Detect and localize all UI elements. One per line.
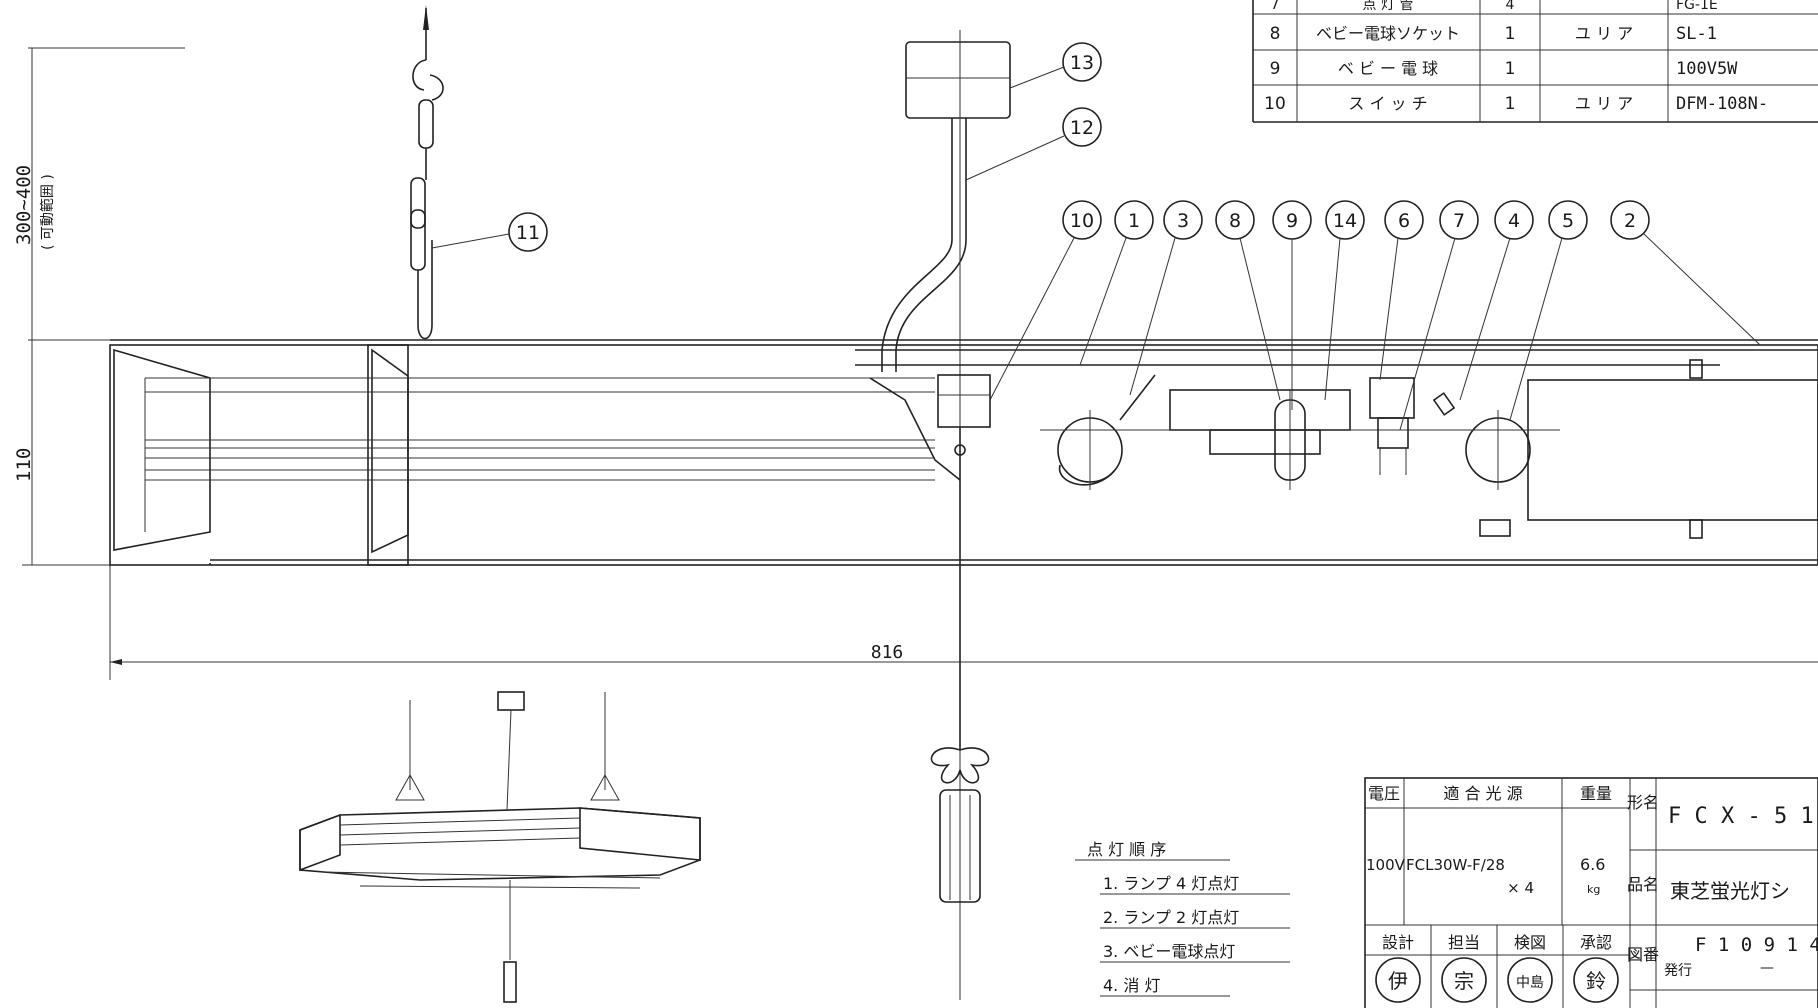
sequence-step: 1. ランプ 4 灯点灯 [1103,874,1239,893]
svg-text:300~400: 300~400 [13,165,35,245]
svg-text:ユ リ ア: ユ リ ア [1575,24,1633,43]
svg-text:設計: 設計 [1382,933,1414,952]
svg-text:4: 4 [1508,210,1520,232]
svg-text:適 合 光 源: 適 合 光 源 [1443,784,1522,803]
svg-text:品名: 品名 [1627,875,1659,894]
svg-text:DFM-108N-: DFM-108N- [1676,94,1768,114]
svg-text:10: 10 [1070,210,1094,232]
svg-text:( 可動範囲 ): ( 可動範囲 ) [39,174,56,250]
svg-text:7: 7 [1271,0,1280,13]
callout-13: 13 [1009,42,1102,89]
svg-text:重量: 重量 [1580,784,1612,803]
svg-text:5: 5 [1562,210,1574,232]
svg-text:11: 11 [516,222,540,244]
svg-text:816: 816 [871,642,904,663]
svg-text:中島: 中島 [1516,975,1544,991]
callout-12: 12 [965,107,1102,181]
sequence-step: 3. ベビー電球点灯 [1103,942,1235,961]
fixture-body [109,339,1818,750]
approval-stamp: 鈴 [1573,957,1619,1003]
svg-text:× 4: × 4 [1507,879,1534,897]
svg-text:形名: 形名 [1627,793,1659,812]
svg-text:9: 9 [1270,59,1281,79]
svg-text:ベ ビ ー 電 球: ベ ビ ー 電 球 [1338,59,1438,78]
svg-text:検図: 検図 [1514,933,1546,952]
svg-text:1: 1 [1505,59,1516,79]
table-row: 8 ベビー電球ソケット 1 ユ リ ア SL-1 [1270,24,1717,44]
svg-text:FG-1E: FG-1E [1676,0,1718,13]
table-row: 9 ベ ビ ー 電 球 1 100V5W [1270,59,1739,79]
svg-text:6: 6 [1398,210,1410,232]
svg-text:承認: 承認 [1580,933,1612,952]
callout-row: 10 1 3 8 9 14 6 7 4 5 2 [989,200,1761,431]
svg-text:担当: 担当 [1448,933,1480,952]
svg-text:ユ リ ア: ユ リ ア [1575,94,1633,113]
svg-text:14: 14 [1333,210,1357,232]
table-row: 7 点 灯 管 4 FG-1E [1271,0,1718,13]
svg-text:鈴: 鈴 [1586,969,1606,993]
svg-text:8: 8 [1270,24,1281,44]
ceiling-canopy [881,41,1011,372]
svg-text:1: 1 [1505,94,1516,114]
svg-text:発行: 発行 [1664,963,1692,979]
svg-text:図番: 図番 [1627,945,1659,964]
svg-text:F C X - 5 1: F C X - 5 1 [1668,804,1814,829]
svg-text:9: 9 [1286,210,1298,232]
approval-stamp: 宗 [1441,957,1487,1003]
perspective-view [299,691,701,1003]
svg-text:宗: 宗 [1454,969,1474,993]
svg-text:3: 3 [1177,210,1189,232]
svg-text:100V5W: 100V5W [1676,59,1738,79]
svg-text:FCL30W-F/28: FCL30W-F/28 [1406,856,1505,874]
svg-text:ベビー電球ソケット: ベビー電球ソケット [1316,24,1460,43]
hanging-chain [410,5,444,340]
title-block: 電圧 適 合 光 源 重量 100V FCL30W-F/28 × 4 6.6 k… [1364,777,1818,1008]
svg-text:1: 1 [1128,210,1140,232]
svg-text:6.6: 6.6 [1580,855,1605,874]
approval-stamp: 中島 [1507,957,1553,1003]
svg-text:110: 110 [13,448,35,482]
sequence-step: 2. ランプ 2 灯点灯 [1103,908,1239,927]
svg-text:10: 10 [1264,94,1286,114]
svg-text:8: 8 [1229,210,1241,232]
dimension-body-height: 110 [13,340,110,566]
svg-text:100V: 100V [1366,856,1406,874]
parts-table: 7 点 灯 管 4 FG-1E 8 ベビー電球ソケット 1 ユ リ ア SL-1… [1252,0,1818,123]
svg-text:東芝蛍光灯シ: 東芝蛍光灯シ [1670,879,1790,903]
lighting-sequence: 点 灯 順 序 1. ランプ 4 灯点灯 2. ランプ 2 灯点灯 3. ベビー… [1075,840,1290,997]
dimension-height-range: 300~400 ( 可動範囲 ) [13,47,185,341]
svg-text:4: 4 [1506,0,1515,13]
svg-text:—: — [1760,960,1774,976]
svg-text:2: 2 [1624,210,1636,232]
pull-cord-tassel [930,747,990,903]
svg-text:kg: kg [1587,883,1600,896]
svg-text:13: 13 [1070,52,1094,74]
svg-text:点 灯 管: 点 灯 管 [1363,0,1414,13]
svg-text:SL-1: SL-1 [1676,24,1717,44]
sequence-title: 点 灯 順 序 [1087,840,1166,859]
svg-text:12: 12 [1070,117,1094,139]
svg-text:ス イ ッ チ: ス イ ッ チ [1348,94,1427,113]
callout-11: 11 [431,212,548,252]
svg-text:F 1 0 9 1 4: F 1 0 9 1 4 [1695,934,1818,956]
dimension-total-length: 816 [109,565,1818,680]
table-row: 10 ス イ ッ チ 1 ユ リ ア DFM-108N- [1264,94,1768,114]
svg-text:電圧: 電圧 [1368,784,1400,803]
svg-text:1: 1 [1505,24,1516,44]
svg-text:7: 7 [1453,210,1465,232]
approval-stamp: 伊 [1375,957,1421,1003]
svg-text:伊: 伊 [1388,969,1408,993]
sequence-step: 4. 消 灯 [1103,976,1160,995]
